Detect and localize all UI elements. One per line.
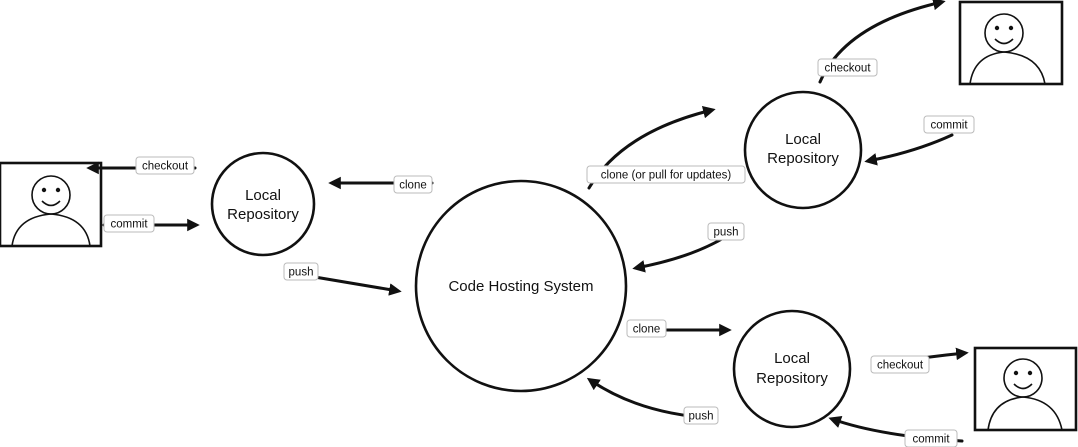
code-hosting-system-label: Code Hosting System: [448, 278, 593, 295]
local-repository-left: Local Repository: [210, 151, 316, 257]
edge-label-left-commit: commit: [103, 214, 155, 233]
local-repository-bottom-right: Local Repository: [732, 309, 852, 429]
svg-text:clone: clone: [399, 180, 427, 192]
user-top-right-icon: [958, 0, 1064, 86]
svg-text:clone (or pull for updates): clone (or pull for updates): [601, 170, 732, 182]
svg-text:push: push: [689, 411, 714, 423]
svg-text:push: push: [289, 267, 314, 279]
code-hosting-system: Code Hosting System: [414, 179, 628, 393]
edge-label-bottom-push: push: [683, 406, 719, 425]
svg-text:commit: commit: [912, 434, 950, 446]
edge-label-left-clone: clone: [393, 175, 433, 194]
edge-label-left-push: push: [283, 262, 319, 281]
edge-label-bottom-checkout: checkout: [870, 355, 930, 374]
arrow-top-commit: [864, 133, 954, 166]
user-bottom-right-icon: [973, 346, 1078, 432]
svg-text:commit: commit: [110, 219, 148, 231]
edge-label-top-push: push: [707, 222, 745, 241]
local-repository-top-right-label-line2: Repository: [767, 150, 839, 167]
svg-text:commit: commit: [930, 120, 968, 132]
edge-label-top-clone: clone (or pull for updates): [586, 165, 746, 184]
svg-text:push: push: [714, 227, 739, 239]
svg-text:checkout: checkout: [142, 161, 189, 173]
local-repository-top-right-label-line1: Local: [785, 131, 821, 148]
edge-label-left-checkout: checkout: [135, 156, 195, 175]
svg-text:checkout: checkout: [877, 360, 924, 372]
edge-label-top-checkout: checkout: [817, 58, 878, 77]
edge-label-bottom-clone: clone: [626, 319, 667, 338]
edge-label-top-commit: commit: [923, 115, 975, 134]
local-repository-left-label-line1: Local: [245, 187, 281, 204]
svg-text:clone: clone: [633, 324, 661, 336]
svg-text:checkout: checkout: [824, 63, 871, 75]
local-repository-bottom-right-label-line1: Local: [774, 350, 810, 367]
local-repository-bottom-right-label-line2: Repository: [756, 370, 828, 387]
user-left-icon: [0, 161, 103, 248]
local-repository-top-right: Local Repository: [743, 90, 863, 210]
local-repository-left-label-line2: Repository: [227, 206, 299, 223]
edge-label-bottom-commit: commit: [904, 429, 958, 447]
